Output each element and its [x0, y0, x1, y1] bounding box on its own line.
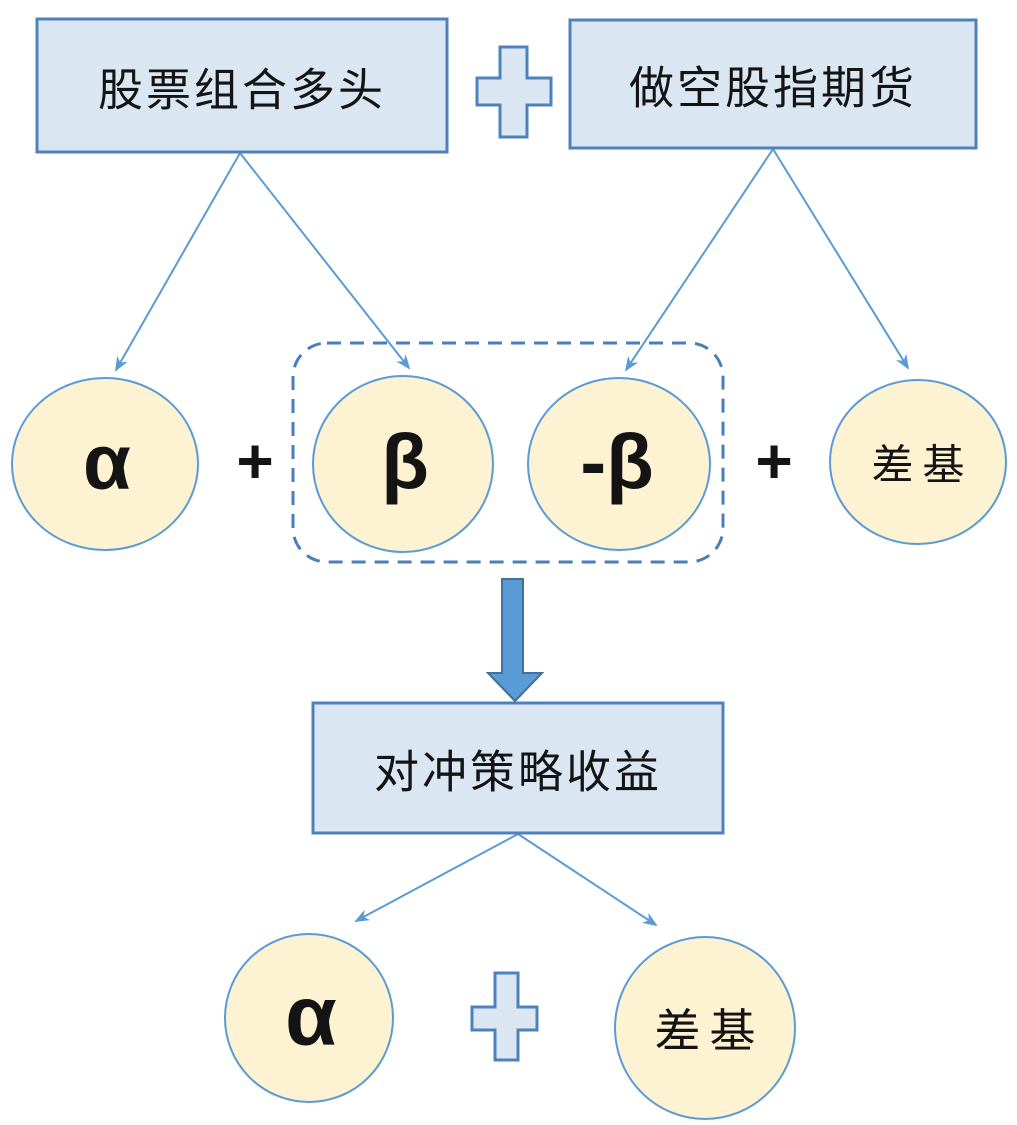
- plus-operator-1: +: [236, 425, 274, 497]
- plus-icon: [470, 971, 539, 1062]
- short-futures-box-label: 做空股指期货: [628, 62, 918, 114]
- hedge-return-box-label: 对冲策略收益: [373, 746, 663, 798]
- hedge-return-box-shape: [311, 701, 725, 835]
- long-stock-box-shape: [35, 17, 449, 154]
- arrow-shortfutures-to-negbeta: [624, 148, 774, 372]
- plus-icon: [475, 45, 553, 139]
- arrow-longstock-to-alpha: [115, 152, 241, 372]
- arrow-shortfutures-to-basis: [772, 148, 910, 370]
- arrow-hedge-to-basis: [517, 833, 658, 927]
- basis-circle-shape: [829, 379, 1007, 545]
- basis-label: 差基: [871, 441, 974, 489]
- result-basis-label: 差基: [654, 1005, 765, 1057]
- connector-group: [115, 148, 910, 927]
- thick-down-arrow-icon: [485, 578, 545, 703]
- result-alpha-circle-shape: [224, 933, 394, 1103]
- alpha-circle-shape: [11, 377, 199, 551]
- circle-group: [11, 375, 1007, 1120]
- beta-group-dashed-outline: [291, 341, 725, 564]
- plus-operator-2: +: [755, 425, 793, 497]
- alpha-label: α: [83, 417, 131, 506]
- long-stock-box-label: 股票组合多头: [97, 64, 387, 116]
- neg-beta-label: -β: [580, 417, 654, 506]
- short-futures-box-shape: [568, 18, 978, 150]
- beta-label: β: [381, 417, 429, 506]
- neg-beta-circle-shape: [527, 377, 711, 551]
- result-basis-circle-shape: [614, 936, 796, 1120]
- beta-circle-shape: [312, 375, 494, 553]
- result-alpha-label: α: [285, 968, 337, 1063]
- arrow-longstock-to-beta: [239, 152, 411, 370]
- arrow-hedge-to-alpha: [354, 833, 519, 922]
